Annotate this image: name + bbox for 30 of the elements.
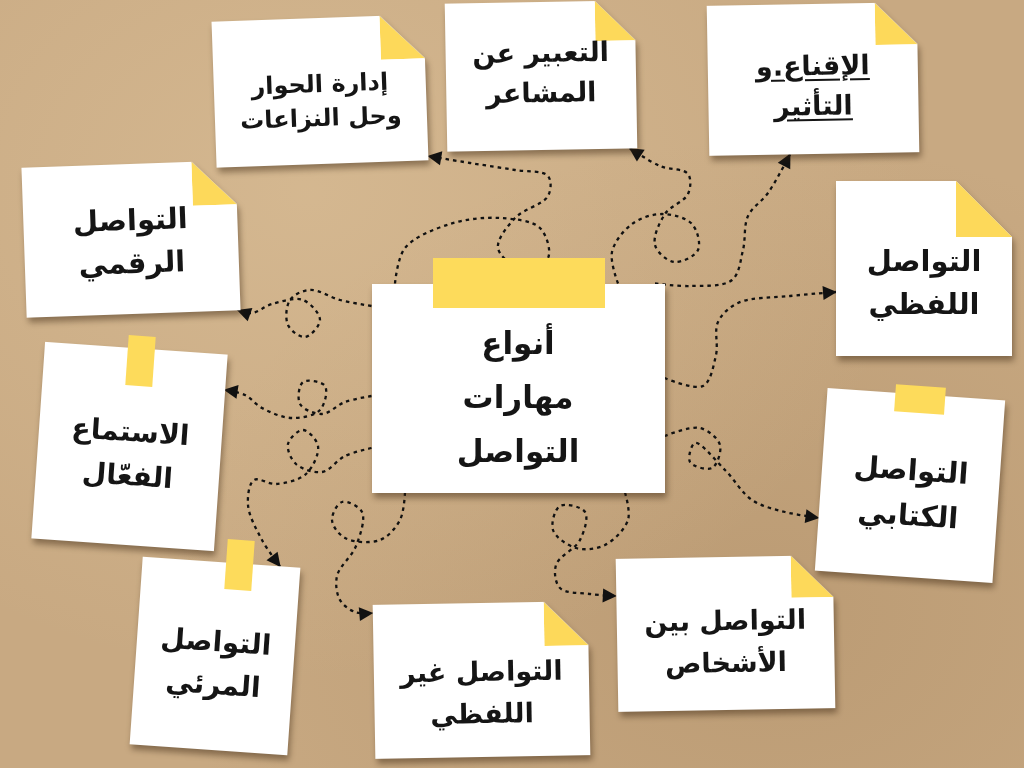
note-text: الاستماع الفعّال [69,409,191,497]
dotted-arrow [610,147,701,284]
note-text: أنواع مهارات التواصل [456,322,580,472]
note-text: التواصل اللفظي [865,242,983,323]
sticky-note [21,160,241,318]
dotted-arrow [664,286,837,389]
dotted-arrow [654,153,791,288]
sticky-note [444,0,638,152]
sticky-note [129,556,301,756]
note-text: التواصل الكتابي [851,447,971,537]
sticky-note [211,14,429,168]
sticky-note [372,601,590,759]
dotted-arrow [236,288,372,339]
note-text: التواصل الرقمي [71,199,190,284]
dotted-arrow [330,492,407,621]
sticky-note [371,283,665,493]
note-text: التواصل بين الأشخاص [642,601,807,682]
sticky-note [615,554,835,712]
dotted-arrow [664,426,820,524]
note-text: التواصل غير اللفظي [398,653,564,733]
dotted-arrow [393,151,552,284]
note-text: الإقناع.و التأثير [754,47,871,125]
dotted-arrow [246,428,372,568]
note-text: التواصل المرئي [158,619,274,707]
dotted-arrow [223,379,372,420]
sticky-note [836,180,1012,356]
note-text: التعبير عن المشاعر [471,34,611,112]
note-text: إدارة الحوار وحل النزاعات [238,67,404,137]
dotted-arrow [551,492,630,603]
sticky-note [706,2,920,156]
